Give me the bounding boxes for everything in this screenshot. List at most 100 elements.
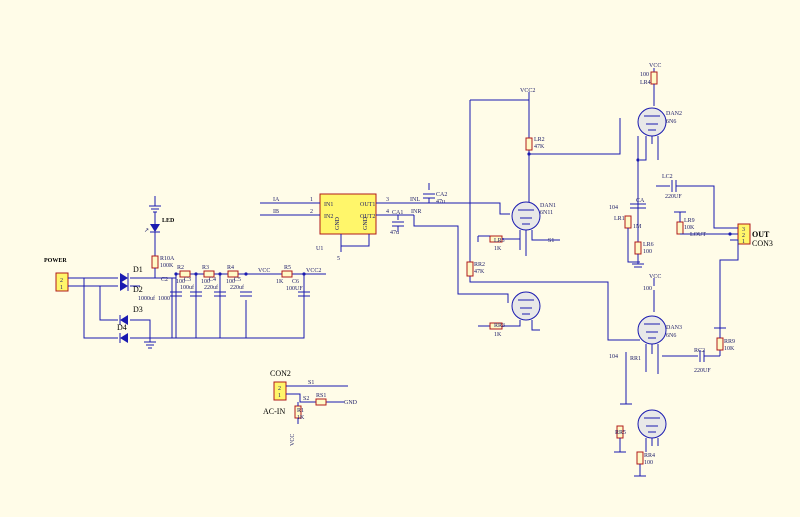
svg-text:R3: R3 xyxy=(202,265,209,271)
svg-text:C2: C2 xyxy=(161,277,168,283)
svg-text:LR9: LR9 xyxy=(684,218,695,224)
svg-text:DAN2: DAN2 xyxy=(666,111,682,117)
svg-text:RR5: RR5 xyxy=(615,430,626,436)
capacitor-c3: C3 100uf xyxy=(180,277,202,297)
ia-label: IA xyxy=(273,197,280,203)
svg-text:LR2: LR2 xyxy=(534,137,545,143)
svg-text:DAN1: DAN1 xyxy=(540,203,556,209)
resistor-lr2: LR2 47K xyxy=(525,137,545,151)
resistor-r1: R1 1K xyxy=(294,405,305,421)
capacitor-rc2: RC2 220UF xyxy=(662,348,720,374)
svg-text:1K: 1K xyxy=(276,279,284,285)
c2-extra-label: 1000 xyxy=(158,296,170,302)
u1-chip: IN1 IN2 OUT1 OUT2 GND GND U1 xyxy=(316,193,377,252)
svg-text:C6: C6 xyxy=(292,279,299,285)
resistor-r10a: R10A 100K xyxy=(151,255,175,278)
s2-label: S2 xyxy=(303,396,309,402)
tube-dan2: DAN2 6N6 xyxy=(637,107,682,137)
vcc2-top-label: VCC2 xyxy=(520,88,535,94)
con2-connector: 2 1 CON2 AC-IN xyxy=(263,369,291,416)
svg-text:IN2: IN2 xyxy=(324,214,333,220)
s1-label: S1 xyxy=(548,238,554,244)
svg-text:D1: D1 xyxy=(133,265,143,274)
resistor-lr4: 100 LR4 xyxy=(640,71,658,86)
resistor-rs1: RS1 xyxy=(315,393,327,406)
svg-text:IN1: IN1 xyxy=(324,202,333,208)
capacitor-c4: C4 220uf xyxy=(204,277,226,297)
svg-text:100: 100 xyxy=(644,460,653,466)
svg-text:220uf: 220uf xyxy=(230,284,244,291)
svg-text:RS1: RS1 xyxy=(316,393,326,399)
svg-text:C3: C3 xyxy=(184,277,191,283)
svg-text:2: 2 xyxy=(60,278,63,284)
svg-text:100: 100 xyxy=(226,279,235,285)
svg-text:R5: R5 xyxy=(284,265,291,271)
inl-label: INL xyxy=(410,197,420,203)
tube-dan1: DAN1 6N11 xyxy=(511,201,556,231)
resistor-rr2: RR2 47K xyxy=(466,261,485,277)
tube-dan3: DAN3 6N6 xyxy=(637,315,682,345)
capacitor-lc2: LC2 220UF xyxy=(656,174,730,229)
svg-text:1000uf: 1000uf xyxy=(138,295,155,302)
svg-text:LR3: LR3 xyxy=(494,238,505,244)
svg-text:GND: GND xyxy=(335,216,341,230)
svg-text:RC2: RC2 xyxy=(694,348,705,354)
svg-text:LR6: LR6 xyxy=(643,242,654,248)
ib-label: IB xyxy=(273,209,279,215)
svg-text:RR2: RR2 xyxy=(474,262,485,268)
svg-text:AC-IN: AC-IN xyxy=(263,407,285,416)
svg-text:D4: D4 xyxy=(117,323,127,332)
svg-text:1: 1 xyxy=(60,285,63,291)
s1b-label: S1 xyxy=(308,380,314,386)
capacitor-ca: CA xyxy=(630,198,646,209)
svg-text:3: 3 xyxy=(386,197,389,203)
resistor-r2: R2 100 xyxy=(176,265,191,285)
svg-text:100: 100 xyxy=(176,279,185,285)
svg-text:CON2: CON2 xyxy=(270,369,291,378)
power-label: POWER xyxy=(44,258,67,264)
svg-text:6N11: 6N11 xyxy=(540,210,553,216)
led: LED ↗ xyxy=(144,196,175,256)
svg-text:2: 2 xyxy=(742,233,745,239)
vcc2-label: VCC2 xyxy=(306,268,321,274)
svg-text:OUT2: OUT2 xyxy=(360,214,375,220)
vcc-top-label: VCC xyxy=(649,63,661,69)
svg-text:4: 4 xyxy=(386,209,389,215)
svg-text:6N6: 6N6 xyxy=(666,333,676,339)
svg-text:1: 1 xyxy=(310,197,313,203)
svg-text:6N6: 6N6 xyxy=(666,119,676,125)
rr1-label: RR1 xyxy=(630,356,641,362)
svg-text:RR3: RR3 xyxy=(494,323,505,329)
capacitor-c5: C5 220uf xyxy=(230,277,252,297)
vcc-mid-label: VCC xyxy=(649,274,661,280)
c104a-label: 104 xyxy=(609,205,618,211)
svg-text:DAN3: DAN3 xyxy=(666,325,682,331)
inr-label: INR xyxy=(411,209,421,215)
svg-text:CON3: CON3 xyxy=(752,239,773,248)
rr-top-label: 100 xyxy=(643,286,652,292)
svg-text:220uf: 220uf xyxy=(204,284,218,291)
svg-text:LED: LED xyxy=(162,218,175,224)
svg-text:C5: C5 xyxy=(234,277,241,283)
svg-text:1K: 1K xyxy=(297,415,305,421)
svg-text:R2: R2 xyxy=(177,265,184,271)
svg-text:D2: D2 xyxy=(133,285,143,294)
resistor-rr5: RR5 xyxy=(615,425,626,439)
resistor-lr3: LR3 1K xyxy=(489,235,505,252)
svg-text:100uf: 100uf xyxy=(180,284,194,291)
svg-text:CA: CA xyxy=(636,198,645,204)
svg-text:1: 1 xyxy=(742,239,745,245)
tube-bottom xyxy=(637,409,667,439)
svg-text:220UF: 220UF xyxy=(665,194,682,200)
svg-text:LR1: LR1 xyxy=(614,216,625,222)
svg-text:R10A: R10A xyxy=(160,256,175,262)
svg-text:2: 2 xyxy=(310,209,313,215)
lout-label: LOUT xyxy=(690,232,706,238)
svg-text:47u: 47u xyxy=(436,199,445,205)
svg-text:5: 5 xyxy=(337,256,340,262)
svg-text:220UF: 220UF xyxy=(694,368,711,374)
svg-text:1M: 1M xyxy=(633,224,642,230)
c104b-label: 104 xyxy=(609,354,618,360)
resistor-rr9: RR9 10K xyxy=(716,337,735,352)
tube-input-right xyxy=(511,291,541,321)
